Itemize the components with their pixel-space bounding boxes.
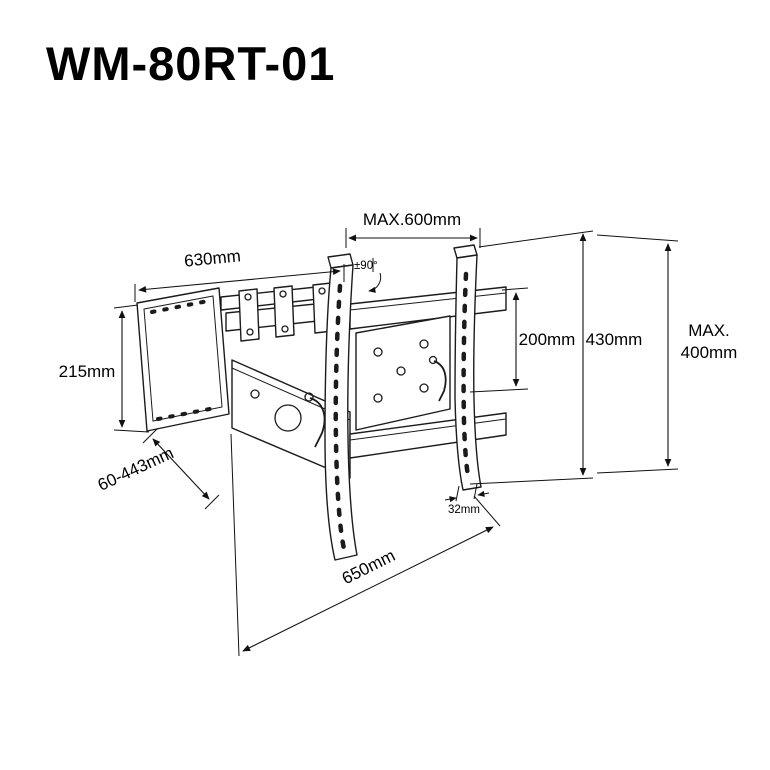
extension-line <box>596 468 679 474</box>
extension-tick <box>204 494 220 510</box>
dim-tilt-angle: ±90° <box>354 258 382 293</box>
right-rail-slot-row <box>461 271 472 484</box>
left-bracket-rail <box>324 253 358 561</box>
arm-hinge-2 <box>273 285 295 338</box>
tilt-lever-left-pivot <box>304 392 314 402</box>
dim-label-slot-pitch: 32mm <box>448 504 480 516</box>
extension-line <box>113 304 139 309</box>
support-plate-outline <box>231 359 351 479</box>
extension-line <box>478 230 594 248</box>
tilt-arc-arrow <box>368 272 382 293</box>
crossbar-bottom-edge <box>349 418 507 441</box>
dim-extension-range: 60-443mm <box>95 428 220 510</box>
vesa-hole <box>419 339 429 349</box>
dim-label-max-width: MAX.600mm <box>363 210 461 229</box>
vesa-hole <box>419 383 429 393</box>
dim-vesa-height: 200mm <box>469 287 576 393</box>
dim-max-width: MAX.600mm <box>345 210 481 248</box>
dim-label-arm-span: 630mm <box>183 246 241 270</box>
extension-tick <box>455 485 460 502</box>
pivot-hole <box>246 328 254 336</box>
dim-label-extension-range: 60-443mm <box>95 443 177 495</box>
vesa-hole <box>373 347 383 357</box>
extension-line <box>230 433 240 657</box>
crossbar-top-edge <box>349 292 507 311</box>
dim-label-tilt-angle: ±90° <box>354 260 378 272</box>
right-bracket-rail <box>453 244 482 491</box>
page-title: WM-80RT-01 <box>46 37 335 90</box>
wall-plate-inner-edge <box>143 295 223 422</box>
dimension-line <box>152 438 210 500</box>
dim-wall-plate-height: 215mm <box>59 304 150 433</box>
wall-plate-hole-row-top <box>150 299 210 314</box>
dim-bracket-height: 430mm <box>469 230 643 485</box>
support-plate-small-hole <box>250 389 260 399</box>
dim-label-vesa-height: 200mm <box>519 330 576 349</box>
tilt-levers <box>304 355 447 448</box>
vesa-plate-outline <box>355 315 451 431</box>
vesa-hole <box>373 393 383 403</box>
extension-line <box>469 388 529 393</box>
dimension-arrow <box>444 496 457 503</box>
vesa-plate <box>355 315 451 431</box>
left-rail-slot-row <box>333 283 347 552</box>
dim-label-max-vesa-2: 400mm <box>681 343 738 362</box>
vesa-hole <box>396 366 406 376</box>
pivot-hole <box>244 293 252 301</box>
dimension-line <box>138 268 341 293</box>
extension-line <box>469 477 594 485</box>
arm-hinge-1 <box>238 288 260 342</box>
extension-line <box>473 495 501 527</box>
extension-line <box>501 287 529 291</box>
support-plate-large-hole <box>274 404 302 432</box>
extension-tick <box>142 428 158 444</box>
extension-line <box>596 234 679 242</box>
dimension-line <box>242 526 494 652</box>
dim-label-max-vesa-1: MAX. <box>688 321 730 340</box>
wall-plate-outline <box>136 287 230 432</box>
tilt-lever-right-pivot <box>428 355 438 365</box>
tilt-lever-right <box>433 360 447 402</box>
dim-max-vesa-height: MAX. 400mm <box>596 234 738 474</box>
tilt-lever-left <box>309 397 326 448</box>
dim-label-wall-plate-height: 215mm <box>59 362 116 381</box>
right-rail-outline <box>454 254 482 491</box>
extension-line <box>113 429 150 433</box>
dim-label-bracket-height: 430mm <box>586 330 643 349</box>
pivot-hole <box>281 325 289 333</box>
wall-plate-hole-row-bottom <box>156 406 217 421</box>
wall-plate <box>136 287 230 432</box>
dimension-arrow <box>477 490 490 497</box>
dim-slot-pitch: 32mm <box>444 483 490 516</box>
